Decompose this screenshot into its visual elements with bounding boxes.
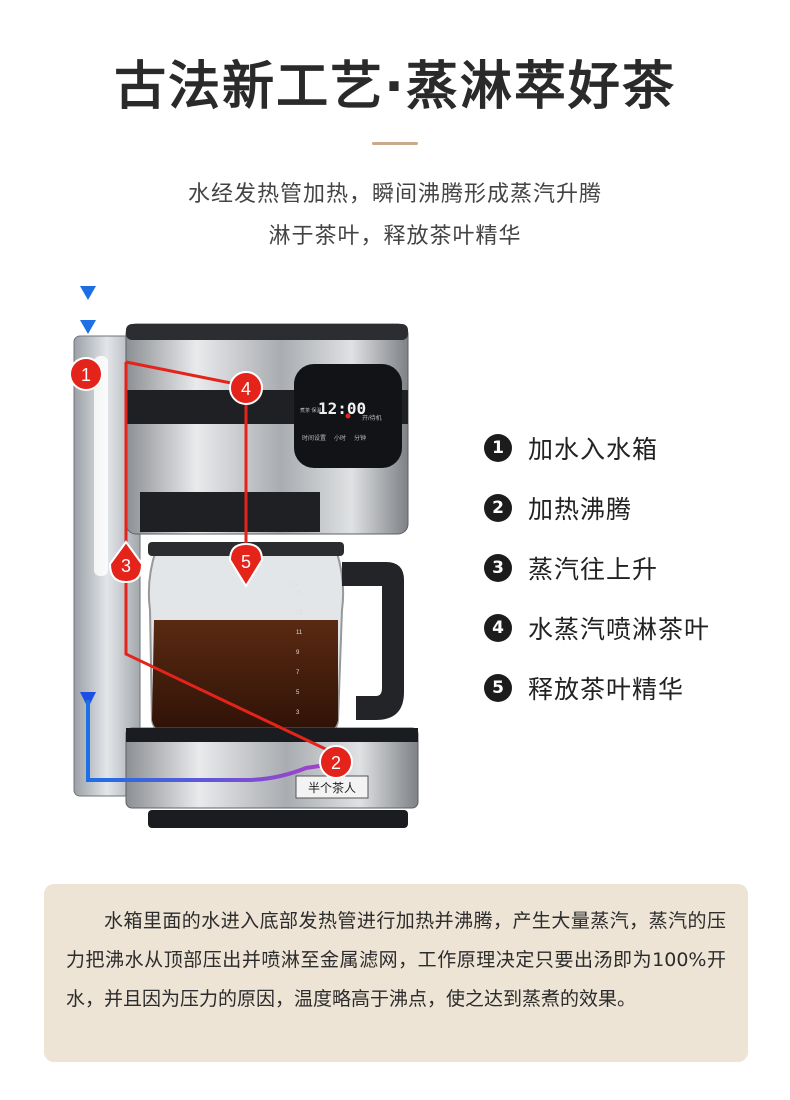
brand-badge: 半个茶人	[308, 780, 356, 795]
title-divider	[372, 142, 418, 145]
step-label: 加水入水箱	[528, 435, 659, 464]
scale-mark: 3	[296, 710, 300, 716]
panel-indicator-light	[345, 413, 351, 419]
page-title: 古法新工艺·蒸淋萃好茶	[114, 57, 676, 117]
panel-label-minute: 分钟	[354, 434, 366, 442]
step-item: 2 加热沸腾	[484, 478, 710, 538]
step-item: 1 加水入水箱	[484, 418, 710, 478]
scale-mark: 9	[296, 650, 300, 656]
scale-mark: 5	[296, 690, 300, 696]
marker-2: 2	[319, 745, 353, 779]
panel-label-power: 开/待机	[362, 414, 382, 422]
step-item: 3 蒸汽往上升	[484, 538, 710, 598]
step-item: 4 水蒸汽喷淋茶叶	[484, 598, 710, 658]
flow-arrow-icon	[80, 320, 96, 334]
marker-3: 3	[108, 540, 144, 584]
step-number: 2	[484, 494, 512, 522]
svg-text:4: 4	[241, 379, 251, 399]
tea-maker-illustration: 12:00 煮茶 保温 开/待机 时间设置 小时 分钟 半个茶人 1.5 15 …	[69, 286, 419, 828]
step-label: 蒸汽往上升	[528, 555, 659, 584]
panel-label-keep-warm: 煮茶 保温	[300, 407, 321, 414]
display-time: 12:00	[318, 399, 366, 418]
scale-mark: 13	[296, 610, 303, 616]
scale-mark: 15	[296, 591, 303, 597]
panel-label-time-setting: 时间设置	[302, 434, 326, 442]
flow-arrow-icon	[80, 286, 96, 300]
step-number: 4	[484, 614, 512, 642]
marker-1: 1	[69, 357, 103, 391]
scale-mark: 7	[296, 670, 300, 676]
scale-mark: 11	[296, 630, 303, 636]
step-label: 水蒸汽喷淋茶叶	[528, 615, 711, 644]
step-number: 1	[484, 434, 512, 462]
subtitle-line-1: 水经发热管加热，瞬间沸腾形成蒸汽升腾	[187, 182, 602, 207]
svg-text:3: 3	[121, 556, 131, 576]
svg-text:1: 1	[81, 365, 91, 385]
process-steps-list: 1 加水入水箱 2 加热沸腾 3 蒸汽往上升 4 水蒸汽喷淋茶叶 5 释放茶叶精…	[484, 418, 710, 718]
marker-5: 5	[228, 542, 264, 588]
scale-mark: 1.5	[290, 583, 299, 589]
step-item: 5 释放茶叶精华	[484, 658, 710, 718]
marker-4: 4	[229, 371, 263, 405]
svg-text:2: 2	[331, 753, 341, 773]
subtitle-line-2: 淋于茶叶，释放茶叶精华	[268, 224, 522, 249]
step-number: 3	[484, 554, 512, 582]
panel-label-hour: 小时	[334, 434, 346, 442]
step-label: 加热沸腾	[528, 495, 633, 524]
step-label: 释放茶叶精华	[528, 675, 685, 704]
carafe-scale: 1.5 15 13 11 9 7 5 3	[290, 583, 303, 716]
svg-text:5: 5	[241, 552, 251, 572]
water-flow-path	[80, 286, 347, 782]
step-number: 5	[484, 674, 512, 702]
explanation-note: 水箱里面的水进入底部发热管进行加热并沸腾，产生大量蒸汽，蒸汽的压力把沸水从顶部压…	[44, 884, 748, 1062]
